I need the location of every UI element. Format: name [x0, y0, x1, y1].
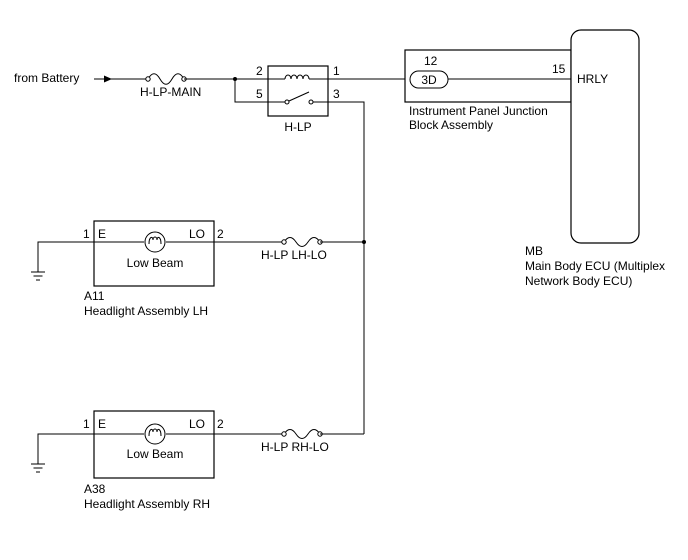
- arrow-right-icon: [104, 75, 112, 83]
- relay-pin-1: 1: [333, 64, 340, 78]
- relay-name: H-LP: [284, 120, 311, 134]
- headlight-lh-label-lo: LO: [189, 227, 205, 241]
- headlight-rh-code: A38: [84, 482, 106, 496]
- relay-pin-3: 3: [333, 87, 340, 101]
- ecu-name-2: Network Body ECU): [525, 274, 632, 288]
- from-battery-label: from Battery: [14, 71, 79, 85]
- headlight-lh-pin-lo: 2: [217, 227, 224, 241]
- bulb-icon: [144, 423, 166, 445]
- junction-block: 3D 12 Instrument Panel Junction Block As…: [404, 49, 572, 132]
- relay-switch-icon: [288, 91, 310, 102]
- headlight-lh-label-e: E: [98, 227, 106, 241]
- headlight-lh-pin-e: 1: [83, 227, 90, 241]
- fuse-h-lp-rh-lo: H-LP RH-LO: [214, 429, 364, 454]
- fuse-icon: [283, 237, 321, 247]
- headlight-rh-name: Headlight Assembly RH: [84, 497, 210, 511]
- headlight-rh-label-lo: LO: [189, 417, 205, 431]
- junction-block-name-1: Instrument Panel Junction: [409, 104, 548, 118]
- ecu-pin-15: 15: [552, 62, 566, 76]
- ground-icon: [31, 463, 45, 473]
- battery-feed: from Battery: [14, 71, 148, 85]
- ground-icon: [31, 271, 45, 281]
- relay-pin-5: 5: [256, 87, 263, 101]
- ground-wire-rh: [37, 433, 94, 464]
- headlight-assembly-lh: 1 E LO 2 Low Beam A11 Headlight Assembly…: [31, 220, 224, 318]
- fuse-main-label: H-LP-MAIN: [140, 85, 201, 99]
- headlight-rh-pin-e: 1: [83, 417, 90, 431]
- fuse-rh-label: H-LP RH-LO: [261, 440, 329, 454]
- headlight-lh-code: A11: [84, 289, 105, 303]
- headlight-lh-lamp-label: Low Beam: [127, 256, 184, 270]
- ecu-code: MB: [525, 244, 543, 258]
- ecu-name-1: Main Body ECU (Multiplex: [525, 259, 665, 273]
- ground-wire-lh: [37, 241, 94, 272]
- relay-coil-icon: [284, 74, 310, 80]
- fuse-icon: [147, 73, 185, 85]
- fuse-h-lp-main: H-LP-MAIN: [140, 73, 201, 99]
- fuse-h-lp-lh-lo: H-LP LH-LO: [214, 237, 364, 262]
- fuse-lh-label: H-LP LH-LO: [261, 248, 327, 262]
- headlight-rh-box: [93, 410, 215, 479]
- main-body-ecu: 15 HRLY MB Main Body ECU (Multiplex Netw…: [525, 29, 665, 288]
- headlight-lh-name: Headlight Assembly LH: [84, 304, 208, 318]
- relay-box: [267, 65, 329, 117]
- junction-block-name-2: Block Assembly: [409, 118, 493, 132]
- ecu-box: [570, 29, 640, 244]
- connector-3d-label: 3D: [421, 73, 437, 87]
- junction-pin-12: 12: [424, 54, 438, 68]
- relay-h-lp: 2 5 1 3 H-LP: [256, 64, 340, 134]
- headlight-rh-lamp-label: Low Beam: [127, 447, 184, 461]
- fuse-icon: [283, 429, 321, 439]
- bulb-icon: [144, 231, 166, 253]
- headlight-rh-label-e: E: [98, 417, 106, 431]
- relay-pin-2: 2: [256, 64, 263, 78]
- ecu-terminal-hrly: HRLY: [577, 72, 608, 86]
- headlight-assembly-rh: 1 E LO 2 Low Beam A38 Headlight Assembly…: [31, 410, 224, 511]
- headlight-rh-pin-lo: 2: [217, 417, 224, 431]
- wire-to-relay-pin5: [234, 79, 268, 103]
- relay-output-bus: [328, 101, 365, 434]
